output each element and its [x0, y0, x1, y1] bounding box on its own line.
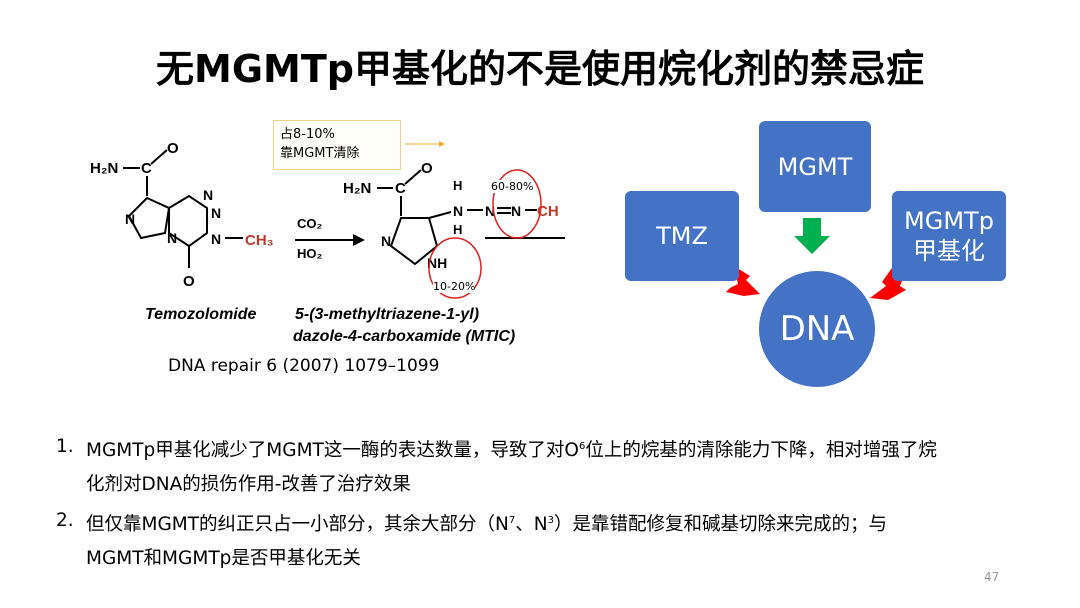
mgmtp-methylation-box: MGMTp 甲基化	[892, 191, 1006, 281]
annotation-line2: 靠MGMT清除	[280, 146, 360, 161]
svg-text:H: H	[453, 222, 462, 237]
svg-text:N: N	[485, 203, 495, 219]
mgmtp-label-line1: MGMTp	[904, 207, 994, 235]
temozolomide-label: Temozolomide	[145, 306, 257, 323]
svg-text:N: N	[211, 205, 221, 221]
red-arrow-left-icon	[726, 266, 760, 296]
slide-title: 无MGMTp甲基化的不是使用烷化剂的禁忌症	[156, 47, 924, 91]
tmz-label: TMZ	[656, 222, 708, 250]
list-number: 1.	[56, 436, 74, 457]
svg-text:H: H	[453, 178, 462, 193]
chemical-structure-figure: H₂N C O N N N N N CH₃ O CO₂ HO₂ H₂N C O …	[85, 118, 585, 358]
h2n-label: H₂N	[90, 160, 118, 177]
list-item-1-line1b: 位上的烷基的清除能力下降，相对增强了烷	[585, 440, 937, 462]
svg-text:N: N	[167, 230, 177, 246]
svg-text:O: O	[421, 160, 433, 177]
svg-text:C: C	[141, 160, 152, 177]
svg-text:N: N	[203, 187, 213, 203]
structure-drawing: H₂N C O N N N N N CH₃ O CO₂ HO₂ H₂N C O …	[90, 140, 565, 299]
svg-text:NH: NH	[427, 255, 447, 271]
list-item: 2. 但仅靠MGMT的纠正只占一小部分，其余大部分（N7、N3）是靠错配修复和碱…	[56, 504, 1046, 576]
svg-text:CO₂: CO₂	[297, 216, 323, 231]
page-number: 47	[984, 570, 1000, 584]
highlight-circle-o6	[492, 169, 542, 239]
annotation-line1: 占8-10%	[280, 127, 335, 142]
label-10-20: 10-20%	[433, 280, 476, 293]
list-number: 2.	[56, 510, 74, 532]
annotation-box: 占8-10% 靠MGMT清除	[273, 120, 401, 170]
mgmt-label: MGMT	[777, 152, 853, 181]
dna-label: DNA	[779, 309, 855, 349]
list-item-2-line1b: 、N	[515, 514, 548, 536]
dna-circle: DNA	[759, 271, 875, 387]
superscript-6: 6	[578, 441, 586, 452]
mgmt-box: MGMT	[759, 121, 871, 212]
list-item-2-line1c: ）是靠错配修复和碱基切除来完成的；与	[554, 514, 888, 536]
svg-text:N: N	[511, 203, 521, 219]
mtic-label-line1: 5-(3-methyltriazene-1-yl)	[295, 306, 480, 323]
tmz-box: TMZ	[625, 191, 739, 281]
svg-text:N: N	[211, 231, 221, 247]
mgmtp-label-line2: 甲基化	[913, 237, 985, 265]
svg-text:N: N	[125, 211, 135, 227]
svg-text:N: N	[381, 233, 391, 249]
list-item: 1. MGMTp甲基化减少了MGMT这一酶的表达数量，导致了对O6位上的烷基的清…	[56, 430, 1046, 502]
explanation-list: 1. MGMTp甲基化减少了MGMT这一酶的表达数量，导致了对O6位上的烷基的清…	[56, 430, 1046, 576]
svg-text:H₂N: H₂N	[343, 180, 371, 197]
svg-text:HO₂: HO₂	[297, 246, 323, 261]
list-item-1-line1a: MGMTp甲基化减少了MGMT这一酶的表达数量，导致了对O	[86, 440, 579, 462]
list-item-2-line1a: 但仅靠MGMT的纠正只占一小部分，其余大部分（N	[86, 514, 509, 536]
svg-text:O: O	[183, 273, 195, 290]
list-item-2-line2: MGMT和MGMTp是否甲基化无关	[86, 548, 361, 570]
svg-text:O: O	[167, 140, 179, 157]
green-arrow-icon	[794, 218, 830, 254]
svg-text:C: C	[395, 180, 406, 197]
list-item-1-line2: 化剂对DNA的损伤作用-改善了治疗效果	[86, 474, 411, 496]
svg-text:N: N	[453, 203, 463, 219]
superscript-3: 3	[547, 515, 554, 527]
svg-text:CH₃: CH₃	[245, 232, 274, 249]
svg-text:CH: CH	[537, 203, 559, 220]
citation: DNA repair 6 (2007) 1079–1099	[168, 356, 440, 376]
mtic-label-line2: dazole-4-carboxamide (MTIC)	[293, 328, 516, 345]
label-60-80: 60-80%	[491, 180, 534, 193]
superscript-7: 7	[508, 515, 516, 527]
highlight-circle-n7	[428, 237, 482, 299]
